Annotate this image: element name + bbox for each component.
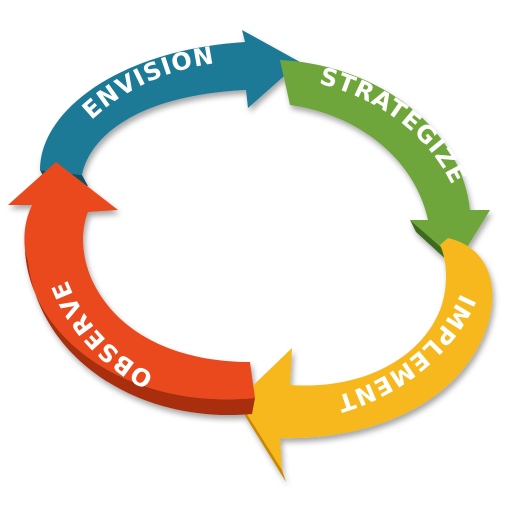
observe-arrow [8, 162, 255, 416]
implement-arrow-edge [238, 400, 286, 482]
envision-arrow-body [40, 30, 300, 175]
observe-arrow-body [8, 162, 255, 400]
strategize-arrow-body [280, 60, 490, 262]
implement-arrow-body [238, 238, 493, 470]
implement-arrow [238, 238, 493, 482]
